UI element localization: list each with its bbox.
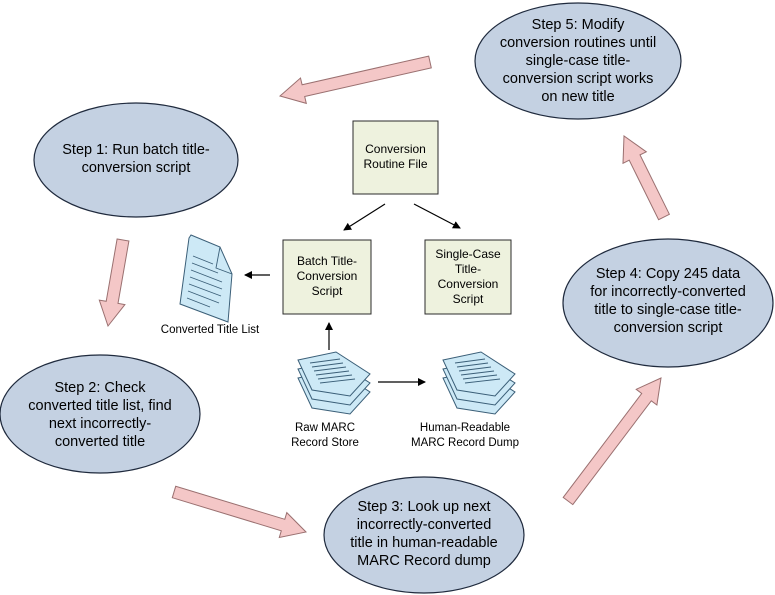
stack-text-line xyxy=(311,362,344,368)
batch-script-label: Batch Title- Conversion Script xyxy=(296,254,358,298)
stack-text-line xyxy=(319,378,356,384)
step2-ellipse xyxy=(0,354,201,474)
raw-marc-stack-icon xyxy=(297,351,371,415)
stack-sheet xyxy=(442,351,516,397)
arrow-step1-to-step2 xyxy=(98,238,130,328)
stack-text-line xyxy=(464,378,501,384)
human-readable-marc-stack-icon xyxy=(442,351,516,415)
batch-script-box xyxy=(282,239,372,315)
conversion-routine-box xyxy=(352,120,439,195)
step4-ellipse xyxy=(562,238,774,368)
step3-label: Step 3: Look up next incorrectly-convert… xyxy=(350,499,498,569)
step4-label: Step 4: Copy 245 data for incorrectly-co… xyxy=(590,266,746,336)
step2-label: Step 2: Check converted title list, find… xyxy=(28,380,172,450)
step5-ellipse xyxy=(474,2,682,120)
stack-text-line xyxy=(462,374,498,380)
human-readable-marc-caption: Human-Readable MARC Record Dump xyxy=(411,422,519,449)
stack-text-line xyxy=(456,362,489,368)
stack-sheet xyxy=(297,351,371,397)
stack-text-line xyxy=(458,366,492,372)
arrow-routine-to-single xyxy=(413,203,461,229)
arrow-step4-to-step5 xyxy=(622,135,671,221)
stack-text-line xyxy=(317,374,353,380)
single-case-script-label: Single-Case Title- Conversion Script xyxy=(435,247,501,306)
step5-label: Step 5: Modify conversion routines until… xyxy=(499,17,657,105)
arrow-step5-to-step1 xyxy=(278,55,432,105)
converted-title-list-caption: Converted Title List xyxy=(160,324,260,336)
single-case-script-box xyxy=(424,239,512,315)
converted-title-list-icon xyxy=(179,234,233,323)
step3-ellipse xyxy=(323,476,525,594)
conversion-routine-label: Conversion Routine File xyxy=(363,142,428,171)
raw-marc-caption: Raw MARC Record Store xyxy=(291,422,359,449)
stack-text-line xyxy=(309,358,341,364)
stack-text-line xyxy=(315,370,350,376)
step1-ellipse xyxy=(33,102,239,218)
arrow-step2-to-step3 xyxy=(171,485,308,539)
stack-text-line xyxy=(454,358,486,364)
stack-text-line xyxy=(313,366,347,372)
step1-label: Step 1: Run batch title- conversion scri… xyxy=(62,142,210,176)
arrow-step3-to-step4 xyxy=(562,377,662,506)
stack-text-line xyxy=(460,370,495,376)
arrow-routine-to-batch xyxy=(343,203,386,231)
